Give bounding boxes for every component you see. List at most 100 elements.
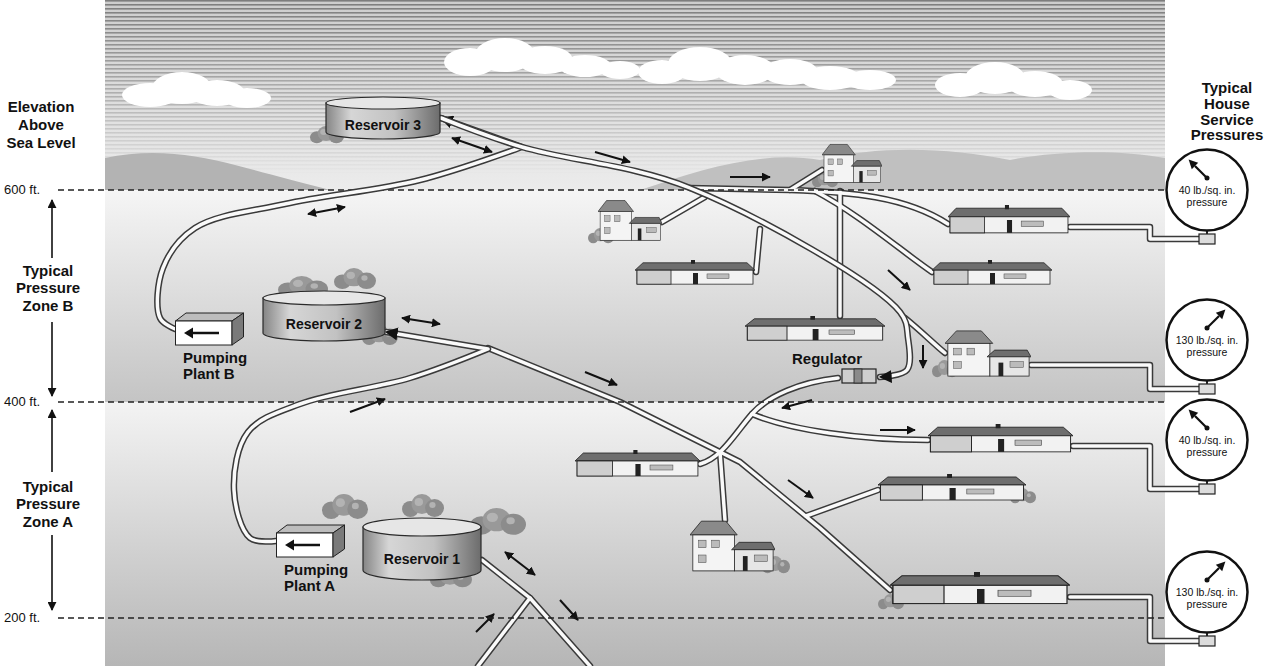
span-arrow (51, 322, 53, 396)
two-way-flow-arrow (308, 207, 345, 214)
pipe-connector (234, 332, 488, 542)
gauge-fitting (1199, 484, 1215, 494)
pipe-interior (157, 118, 522, 329)
two-story-house (822, 144, 882, 182)
gauge-needle-tip (1189, 410, 1199, 420)
bushes (278, 126, 1036, 609)
reservoir-tank: Reservoir 3 (325, 96, 441, 140)
reservoir-tank: Reservoir 2 (262, 290, 386, 342)
pump-arrow-shaft (192, 332, 219, 335)
flow-arrow (730, 176, 770, 178)
gauge-reading: 130 lb./sq. in. pressure (1170, 334, 1244, 358)
plant-label: Pumping Plant B (175, 350, 255, 382)
pressure-regulator: Regulator (792, 350, 880, 385)
axis-title: Elevation Above Sea Level (4, 98, 78, 152)
reservoir-tank: Reservoir 1 (362, 517, 482, 581)
ranch-house (745, 316, 885, 340)
pump-arrow-head (184, 328, 193, 339)
flow-arrow (476, 614, 494, 632)
gauge-fitting (1199, 234, 1215, 244)
pump-house-side (333, 525, 345, 557)
flow-arrow (922, 345, 924, 368)
span-arrow (51, 535, 53, 610)
flow-arrow (585, 372, 617, 385)
flow-arrow (350, 399, 385, 412)
two-story-house (690, 521, 775, 571)
pumping-plant: Pumping Plant B (175, 312, 255, 382)
flow-arrows (308, 138, 923, 632)
tank-top (326, 97, 440, 109)
gauge-pivot (1205, 578, 1210, 583)
tank-label: Reservoir 3 (345, 117, 421, 133)
pressure-gauge: 40 lb./sq. in. pressure (1165, 398, 1249, 482)
gauge-pivot (1205, 326, 1210, 331)
sky-hatching (105, 0, 1165, 175)
elevation-lines (58, 190, 1165, 618)
zone-span-arrows (51, 200, 53, 610)
elevation-line (58, 401, 1165, 402)
flow-arrow (788, 480, 813, 498)
flow-arrow (888, 270, 910, 290)
tank-top (363, 518, 481, 536)
bush (322, 494, 368, 519)
bush (334, 268, 376, 289)
gauge-needle-tip (1216, 562, 1226, 572)
pressure-gauge: 130 lb./sq. in. pressure (1165, 298, 1249, 382)
pump-house-icon (175, 312, 245, 347)
regulator-label: Regulator (792, 350, 880, 367)
elevation-line (58, 617, 1165, 618)
gauge-face (1167, 150, 1248, 231)
pipe-outline (157, 118, 522, 329)
pump-arrow-shaft (293, 544, 320, 547)
elevation-mark: 600 ft. (4, 182, 54, 198)
ranch-house (890, 572, 1070, 604)
span-arrow (51, 410, 53, 472)
tank-label: Reservoir 1 (384, 551, 460, 567)
elevation-mark: 200 ft. (4, 610, 54, 626)
gauge-face (1167, 400, 1248, 481)
pipe-outline (441, 118, 910, 377)
regulator-valve-icon (792, 367, 880, 385)
pump-house-front (176, 321, 233, 345)
pipe-interior (441, 118, 910, 377)
bush (402, 494, 444, 517)
elevation-mark: 400 ft. (4, 394, 54, 410)
gauge-face (1167, 552, 1248, 633)
two-story-house (945, 331, 1031, 376)
gauge-pivot (1205, 176, 1210, 181)
tank-shape (362, 517, 482, 581)
plant-label: Pumping Plant A (276, 562, 356, 594)
zone-label: Typical Pressure Zone B (8, 262, 88, 314)
span-arrow (51, 200, 53, 258)
ranch-house (932, 260, 1052, 284)
two-way-flow-arrow (452, 138, 492, 152)
pump-house-side (232, 313, 244, 345)
gauge-pivot (1205, 426, 1210, 431)
gauge-reading: 130 lb./sq. in. pressure (1170, 586, 1244, 610)
sky (105, 0, 1165, 190)
gauge-face (1167, 300, 1248, 381)
ranch-house (635, 260, 755, 284)
gauge-reading: 40 lb./sq. in. pressure (1170, 434, 1244, 458)
gauge-fitting (1199, 636, 1215, 646)
two-way-flow-arrow (402, 318, 440, 324)
flow-arrow (560, 600, 578, 620)
pump-house-front (277, 533, 334, 557)
elevation-line (58, 189, 1165, 190)
pipe-outline (234, 332, 488, 542)
ranch-house (948, 205, 1070, 233)
pipe-connector (441, 118, 910, 377)
gauge-needle-tip (1189, 160, 1199, 170)
pipe-outlines (478, 170, 1199, 666)
ranch-house (928, 424, 1073, 452)
tank-label: Reservoir 2 (286, 316, 362, 332)
pump-arrow-head (285, 540, 294, 551)
flow-arrow (782, 400, 812, 408)
gauge-fitting (1199, 384, 1215, 394)
pipe-interiors (478, 170, 1199, 666)
regulator-band (854, 369, 862, 383)
two-way-flow-arrow (505, 552, 535, 575)
